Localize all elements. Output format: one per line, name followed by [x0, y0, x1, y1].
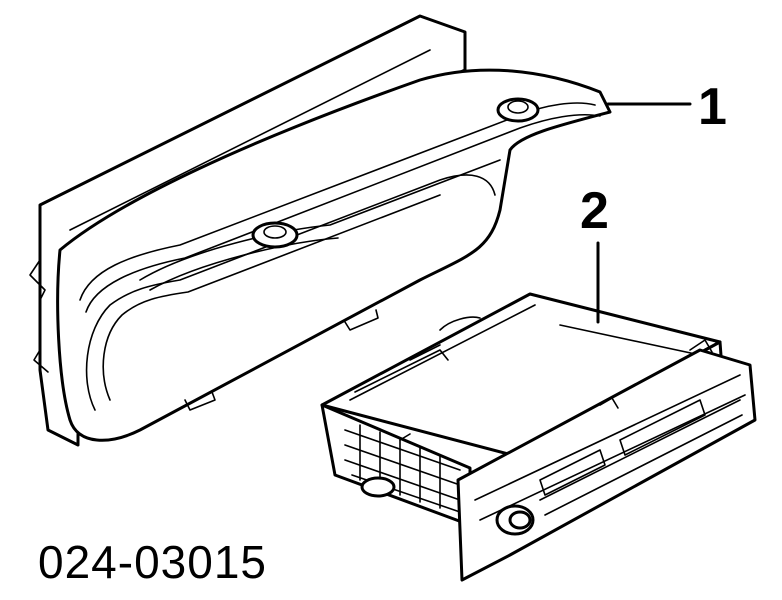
diagram-id: 024-03015	[38, 536, 267, 588]
callout-1: 1	[698, 78, 727, 136]
vent-grille	[344, 424, 461, 513]
callout-2: 2	[580, 182, 609, 240]
volume-knob	[495, 504, 535, 536]
mounting-stud-upper	[496, 97, 540, 123]
part-1-display-housing	[29, 14, 612, 447]
connector-port	[360, 476, 396, 498]
mounting-stud-lower	[251, 221, 299, 249]
part-2-control-unit	[320, 292, 757, 582]
